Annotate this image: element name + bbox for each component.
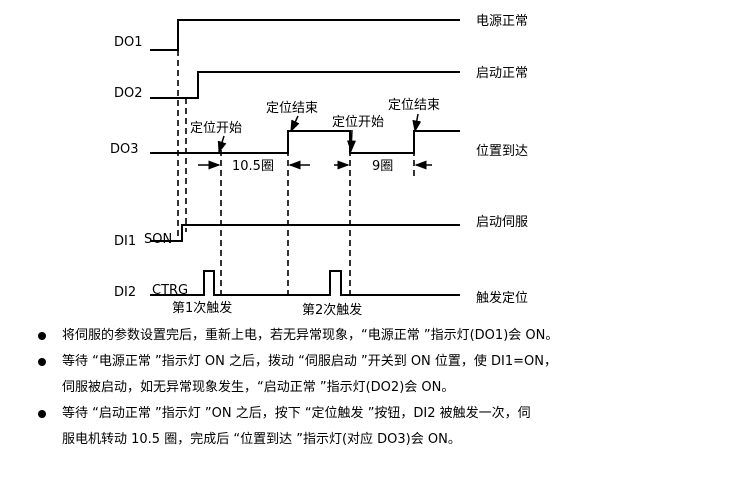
do2-label: DO2 <box>114 86 143 101</box>
di1-right-label: 启动伺服 <box>476 215 528 230</box>
position-end-arrow-1 <box>290 115 300 133</box>
di1-son-tag: SON <box>144 232 172 247</box>
position-start-arrow-2 <box>347 129 356 153</box>
instruction-text: 等待 “电源正常 ”指示灯 ON 之后，拨动 “伺服启动 ”开关到 ON 位置，… <box>62 354 558 369</box>
position-end-label-1: 定位结束 <box>266 101 318 116</box>
timing-diagram: DO1 电源正常 DO2 启动正常 DO3 位置到达 DI1 SON 启动伺服 … <box>110 14 528 318</box>
position-start-label-1: 定位开始 <box>190 121 242 136</box>
do1-label: DO1 <box>114 35 143 50</box>
instruction-text: 将伺服的参数设置完后，重新上电，若无异常现象，“电源正常 ”指示灯(DO1)会 … <box>62 328 559 343</box>
do3-right-label: 位置到达 <box>476 144 528 159</box>
di2-ctrg-tag: CTRG <box>152 283 188 298</box>
do2-waveform <box>150 71 460 99</box>
guide-lines <box>177 50 415 295</box>
turns-label-1: 10.5圈 <box>232 159 274 174</box>
instruction-text: 等待 “启动正常 ”指示灯 ”ON 之后，按下 “定位触发 ”按钮，DI2 被触… <box>62 406 531 421</box>
do1-right-label: 电源正常 <box>476 14 528 29</box>
position-start-label-2: 定位开始 <box>332 115 384 130</box>
instruction-text-continued: 伺服被启动，如无异常现象发生，“启动正常 ”指示灯(DO2)会 ON。 <box>62 380 455 395</box>
instruction-item-2: 等待 “电源正常 ”指示灯 ON 之后，拨动 “伺服启动 ”开关到 ON 位置，… <box>38 349 738 401</box>
trigger-label-1: 第1次触发 <box>172 300 232 316</box>
trigger-label-2: 第2次触发 <box>302 302 362 318</box>
di2-waveform <box>150 270 460 296</box>
di1-label: DI1 <box>114 234 136 249</box>
position-end-label-2: 定位结束 <box>388 98 440 113</box>
instruction-item-3: 等待 “启动正常 ”指示灯 ”ON 之后，按下 “定位触发 ”按钮，DI2 被触… <box>38 401 738 453</box>
bullet-icon <box>38 332 46 340</box>
do1-waveform <box>150 19 460 51</box>
bullet-icon <box>38 358 46 366</box>
instruction-list: 将伺服的参数设置完后，重新上电，若无异常现象，“电源正常 ”指示灯(DO1)会 … <box>38 323 738 453</box>
instruction-text-continued: 服电机转动 10.5 圈，完成后 “位置到达 ”指示灯(对应 DO3)会 ON。 <box>62 432 461 447</box>
instruction-item-1: 将伺服的参数设置完后，重新上电，若无异常现象，“电源正常 ”指示灯(DO1)会 … <box>38 323 738 349</box>
bullet-icon <box>38 410 46 418</box>
position-start-arrow-1 <box>217 135 227 154</box>
di2-label: DI2 <box>114 285 136 300</box>
position-end-arrow-2 <box>412 113 422 133</box>
do2-right-label: 启动正常 <box>476 66 528 81</box>
di2-right-label: 触发定位 <box>476 290 528 306</box>
do3-label: DO3 <box>110 142 139 157</box>
di1-waveform <box>150 224 460 242</box>
turns-label-2: 9圈 <box>372 159 393 174</box>
